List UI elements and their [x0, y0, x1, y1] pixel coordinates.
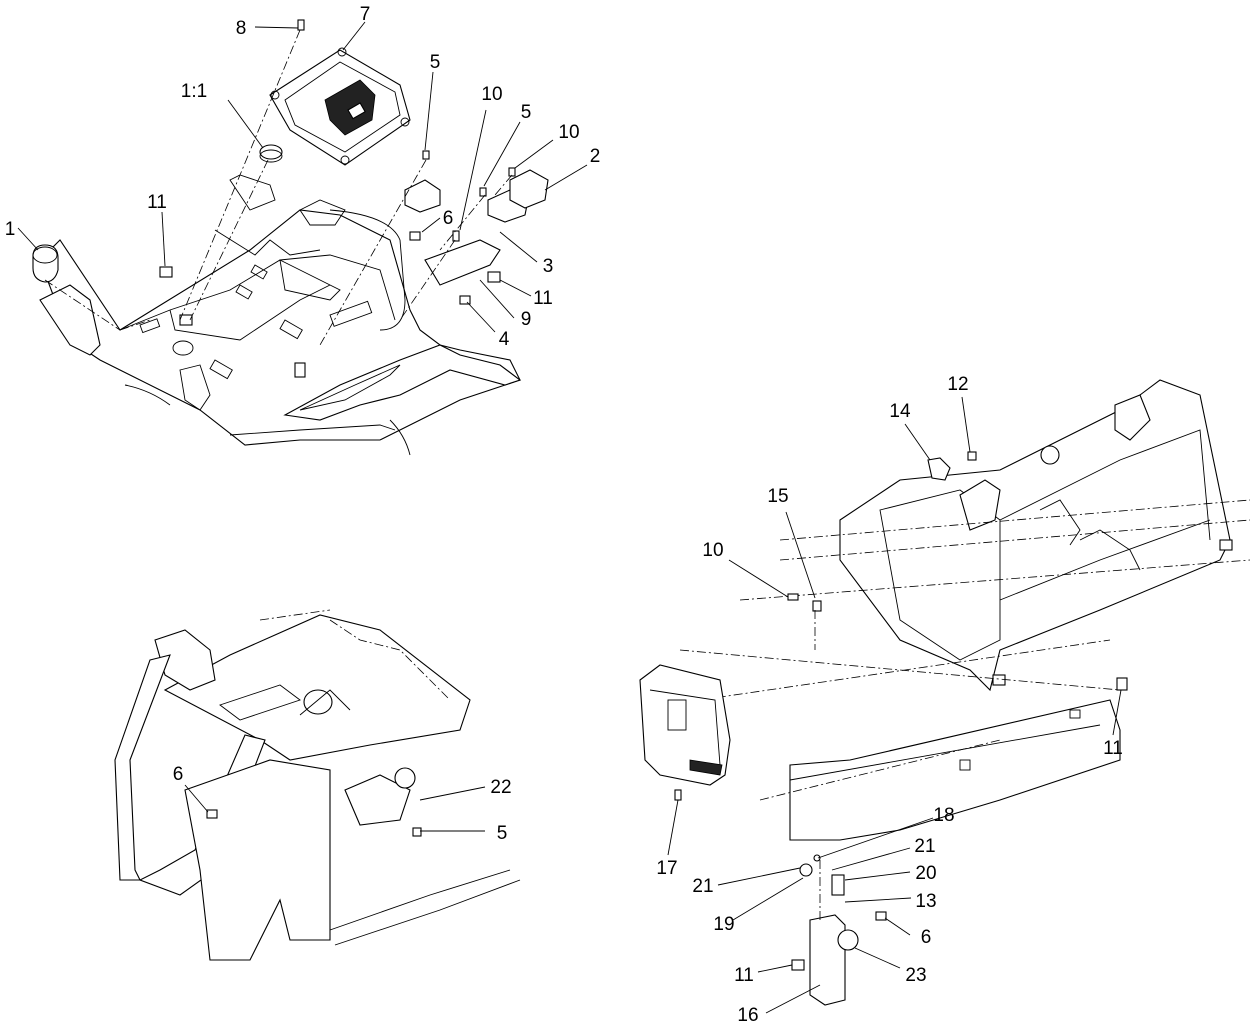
upper-frame-assembly [39, 174, 522, 456]
callout-11: 11 [734, 965, 754, 986]
knob [32, 244, 59, 283]
callout-11: 11 [147, 192, 167, 213]
callout-6: 6 [173, 764, 184, 785]
right-hardware [674, 451, 977, 1006]
callout-1: 1 [5, 219, 16, 240]
callout-21: 21 [692, 876, 713, 897]
callout-5: 5 [497, 823, 508, 844]
callout-8: 8 [236, 18, 247, 39]
callout-16: 16 [737, 1005, 758, 1026]
callout-15: 15 [767, 486, 788, 507]
callout-10: 10 [481, 84, 502, 105]
callout-10: 10 [558, 122, 579, 143]
lower-right-frame [679, 639, 1128, 841]
callout-11: 11 [1103, 738, 1123, 759]
callout-2: 2 [590, 146, 601, 167]
callout-23: 23 [905, 965, 926, 986]
callout-11: 11 [533, 288, 553, 309]
callout-1-1: 1:1 [181, 81, 207, 102]
callout-6: 6 [443, 208, 454, 229]
grommet [259, 144, 283, 163]
callout-6: 6 [921, 927, 932, 948]
callout-7: 7 [360, 4, 371, 25]
callout-19: 19 [713, 914, 734, 935]
leader-lines [17, 21, 1122, 1014]
callout-14: 14 [889, 401, 911, 422]
right-frame-assembly [739, 379, 1251, 692]
callout-13: 13 [915, 891, 936, 912]
callout-3: 3 [543, 256, 554, 277]
callout-20: 20 [915, 863, 936, 884]
callout-17: 17 [656, 858, 677, 879]
callout-5: 5 [521, 102, 532, 123]
callout-22: 22 [490, 777, 511, 798]
lower-left-frame-assembly [114, 609, 521, 961]
callout-4: 4 [499, 329, 510, 350]
callout-21: 21 [914, 836, 935, 857]
ecu-module [639, 664, 731, 786]
callout-labels: 7 8 1:1 5 10 5 10 2 11 1 6 3 11 9 4 12 1… [5, 4, 1123, 1026]
callout-9: 9 [521, 309, 532, 330]
assembly-lines-top-left [44, 29, 513, 346]
relay-hardware [159, 19, 549, 378]
callout-5: 5 [430, 52, 441, 73]
callout-10: 10 [702, 540, 723, 561]
callout-18: 18 [933, 805, 954, 826]
callout-12: 12 [947, 374, 968, 395]
controller-module [269, 47, 411, 166]
